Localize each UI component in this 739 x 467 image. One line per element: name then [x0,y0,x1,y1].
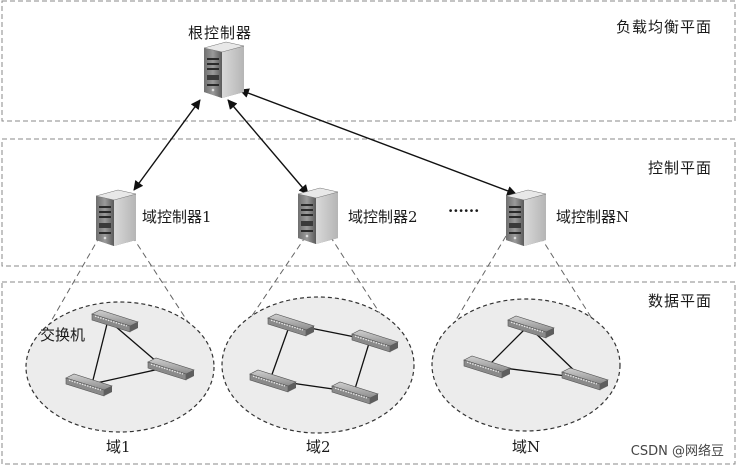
domain-controller-n-server-icon [505,189,547,247]
domain-1-area [25,301,215,433]
domain-controller-2-label: 域控制器2 [348,208,418,226]
domain-2-area [221,296,415,434]
load-balance-plane-label: 负载均衡平面 [616,18,712,36]
domain-controller-n-label: 域控制器N [556,208,629,226]
control-plane-label: 控制平面 [648,159,712,177]
controllers-ellipsis: ······ [448,202,479,220]
domain-controller-1-label: 域控制器1 [142,208,212,226]
domain-controller-1-server-icon [95,189,137,247]
domain-2-label: 域2 [306,438,331,456]
switch-label: 交换机 [40,326,85,344]
root-controller-label: 根控制器 [188,24,252,42]
root-controller-server-icon [203,41,245,99]
domain-n-area [431,298,621,432]
domain-controller-2-server-icon [297,187,339,245]
domain-n-label: 域N [512,438,540,456]
controller-links [133,88,517,196]
data-plane-label: 数据平面 [648,292,712,310]
domain-1-label: 域1 [106,438,131,456]
watermark: CSDN @网络豆 [631,443,724,459]
